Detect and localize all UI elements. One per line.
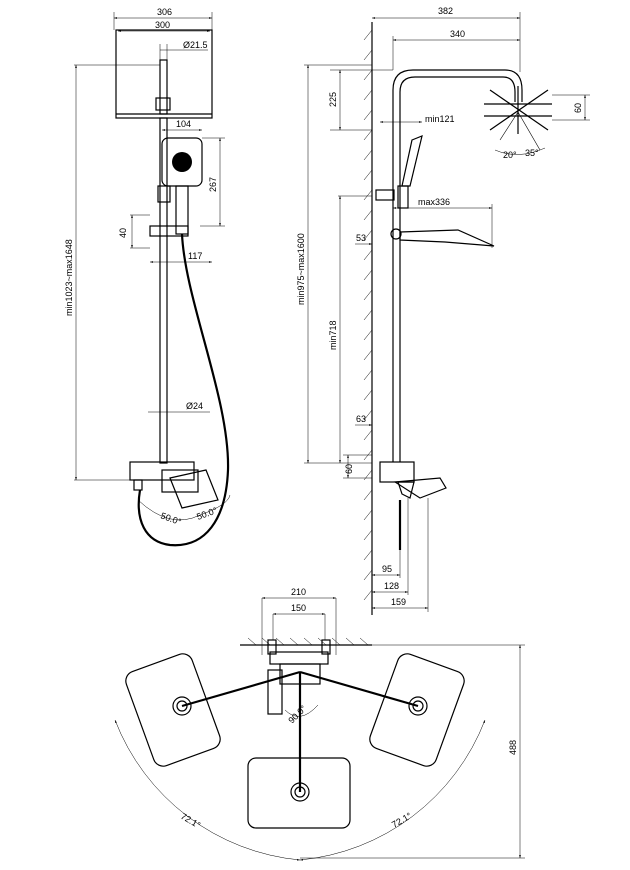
arm-left — [181, 670, 301, 708]
dim-35deg: 35° — [525, 148, 539, 158]
dim-90: 90.0° — [286, 703, 308, 725]
dim-300: 300 — [155, 20, 170, 30]
dim-128: 128 — [384, 581, 399, 591]
mixer-body-side — [379, 461, 415, 483]
dim-340: 340 — [450, 29, 465, 39]
sweep-arc-right — [299, 719, 486, 861]
mixer-lever-front — [169, 469, 219, 509]
dim-60-mixer: 60 — [344, 464, 354, 474]
dim-50-left: 50.0° — [159, 510, 183, 527]
dim-63: 63 — [356, 414, 366, 424]
handshower-side — [401, 135, 423, 187]
dim-150: 150 — [291, 603, 306, 613]
dim-total-front: min1023~max1648 — [64, 239, 74, 316]
top-view: 210 150 72.1° 72.1° 90.0° — [114, 587, 525, 861]
dim-95: 95 — [382, 564, 392, 574]
head-pipe-front — [159, 59, 168, 115]
dim-max336: max336 — [418, 197, 450, 207]
side-view: 20° 35° 382 340 225 min121 60 max336 53 — [296, 6, 590, 615]
dim-60-head: 60 — [573, 103, 583, 113]
dim-306: 306 — [157, 7, 172, 17]
dim-488: 488 — [508, 740, 518, 755]
head-left-top — [125, 653, 221, 767]
sweep-arc-left — [114, 719, 301, 861]
dim-24: Ø24 — [186, 401, 203, 411]
dim-53: 53 — [356, 233, 366, 243]
handshower-holder — [149, 225, 189, 237]
front-view: 306 300 Ø21.5 104 267 40 117 Ø24 — [64, 7, 231, 547]
riser-and-arm — [392, 69, 523, 462]
dim-total-side: min975~max1600 — [296, 233, 306, 305]
head-right-top — [369, 653, 465, 767]
mixer-top — [269, 651, 329, 665]
spray-face-icon — [172, 152, 192, 172]
dim-117: 117 — [188, 251, 202, 261]
slide-rail — [159, 117, 168, 464]
dim-72-left: 72.1° — [179, 811, 203, 830]
dim-40: 40 — [118, 228, 128, 238]
arm-right — [299, 670, 419, 708]
dim-min718: min718 — [328, 320, 338, 350]
shower-hose — [137, 233, 230, 547]
dim-20deg: 20° — [503, 150, 517, 160]
dim-21-5: Ø21.5 — [183, 40, 208, 50]
spout-side — [393, 477, 447, 499]
diverter-arm — [399, 229, 495, 247]
dim-159: 159 — [391, 597, 406, 607]
dim-267: 267 — [208, 177, 218, 192]
dim-225: 225 — [328, 92, 338, 107]
dim-210: 210 — [291, 587, 306, 597]
dim-104: 104 — [176, 119, 191, 129]
dim-382: 382 — [438, 6, 453, 16]
dim-72-right: 72.1° — [390, 810, 414, 829]
dim-min121: min121 — [425, 114, 455, 124]
